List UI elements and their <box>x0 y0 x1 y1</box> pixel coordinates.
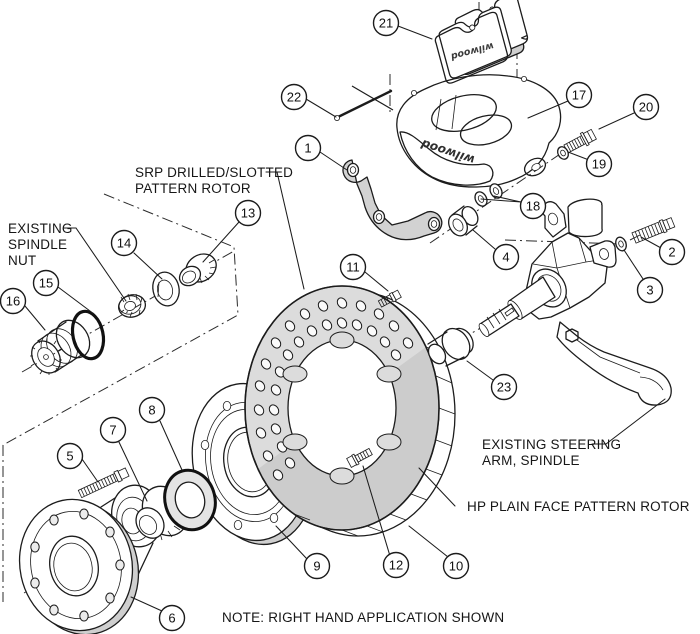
label-spindle-nut-line3: NUT <box>8 253 36 268</box>
label-spindle-nut-line2: SPINDLE <box>8 237 67 252</box>
callout-caliper-bolt: 20 <box>632 93 660 121</box>
callout-number: 19 <box>592 157 606 172</box>
caliper-bolt-washer <box>556 146 570 160</box>
rotor-center-opening <box>287 339 397 477</box>
rotor <box>244 285 456 537</box>
caliper-bolt <box>563 128 597 154</box>
callout-outer-bearing: 13 <box>234 199 262 227</box>
rotor-bolt-lower <box>346 447 373 468</box>
callout-number: 15 <box>39 276 53 291</box>
callout-number: 6 <box>168 611 175 626</box>
callout-number: 2 <box>668 245 675 260</box>
callout-number: 7 <box>109 423 116 438</box>
note-text: NOTE: RIGHT HAND APPLICATION SHOWN <box>222 610 504 625</box>
mount-bushing <box>448 205 479 237</box>
callout-hub: 6 <box>158 604 186 632</box>
callout-number: 20 <box>639 100 653 115</box>
grease-seal <box>163 468 217 532</box>
callouts: 1 2 3 4 5 6 7 8 9 10 11 12 13 14 15 16 1… <box>0 9 686 632</box>
callout-number: 12 <box>389 558 403 573</box>
label-steering-arm-line1: EXISTING STEERING <box>482 437 621 452</box>
callout-shim-washers: 18 <box>519 192 547 220</box>
label-hp-rotor: HP PLAIN FACE PATTERN ROTOR <box>467 499 690 514</box>
callout-inner-bearing: 7 <box>99 416 127 444</box>
rotor-bolt-upper <box>377 289 402 308</box>
callout-number: 13 <box>241 206 255 221</box>
spindle-spacer <box>427 327 474 367</box>
steering-knuckle <box>478 198 672 406</box>
callout-number: 11 <box>346 260 360 275</box>
callout-number: 18 <box>526 199 540 214</box>
callout-wheel-stud: 5 <box>56 442 84 470</box>
callout-rotor-hat: 9 <box>303 552 331 580</box>
arm-bolt-head <box>565 328 579 343</box>
callout-number: 16 <box>6 294 20 309</box>
callout-grease-seal: 8 <box>138 396 166 424</box>
callout-number: 5 <box>66 449 73 464</box>
callout-number: 10 <box>449 559 463 574</box>
callout-o-ring: 15 <box>32 269 60 297</box>
bleed-screw <box>521 76 528 83</box>
callout-caliper-bolt-washer: 19 <box>585 150 613 178</box>
drilled-holes <box>253 297 414 481</box>
bleed-screw <box>410 90 417 97</box>
brake-pads: wilwood <box>434 0 529 84</box>
label-steering-arm-line2: ARM, SPINDLE <box>482 453 580 468</box>
callout-rotor: 10 <box>442 552 470 580</box>
callout-number: 14 <box>117 236 131 251</box>
label-srp-rotor-line2: PATTERN ROTOR <box>135 181 251 196</box>
callout-allen-wrench: 22 <box>280 83 308 111</box>
callout-number: 22 <box>287 90 301 105</box>
callout-number: 21 <box>379 16 393 31</box>
steering-arm <box>556 321 672 406</box>
callout-spindle-spacer: 23 <box>490 373 518 401</box>
callout-brake-pads: 21 <box>372 9 400 37</box>
callout-number: 1 <box>304 141 311 156</box>
callout-rotor-bolt-upper: 11 <box>339 253 367 281</box>
text-labels: SRP DRILLED/SLOTTED PATTERN ROTOR EXISTI… <box>8 165 690 625</box>
wheel-stud <box>77 467 130 499</box>
rotor-mount-lugs <box>282 331 402 485</box>
outer-bearing <box>178 253 217 287</box>
callout-number: 4 <box>502 250 509 265</box>
callout-mount-bushing: 4 <box>492 243 520 271</box>
caliper-bracket <box>342 159 443 241</box>
callout-spindle-washer: 14 <box>110 229 138 257</box>
hub-stud-holes <box>30 508 125 622</box>
spindle-bolt-axis <box>504 233 643 245</box>
spindle-washer <box>152 271 180 307</box>
callout-caliper-bracket: 1 <box>294 134 322 162</box>
caliper: wilwood <box>396 74 562 188</box>
callout-caliper: 17 <box>565 81 593 109</box>
o-ring <box>70 309 106 361</box>
dust-cap <box>30 319 91 375</box>
callout-number: 3 <box>646 283 653 298</box>
leader-lines <box>24 25 666 612</box>
spindle-castle-nut <box>118 293 146 318</box>
callout-number: 9 <box>313 559 320 574</box>
callout-bolt-washer: 3 <box>636 276 664 304</box>
existing-parts-boundary <box>2 193 239 602</box>
label-leader-lines <box>63 171 666 507</box>
allen-wrench <box>333 85 394 122</box>
callout-number: 23 <box>497 380 511 395</box>
callout-number: 17 <box>572 88 586 103</box>
callout-spindle-bolt: 2 <box>658 238 686 266</box>
spindle-bolt-washer <box>615 236 627 252</box>
brake-pad-inner: wilwood <box>434 6 512 84</box>
callout-dust-cap: 16 <box>0 287 27 315</box>
label-spindle-nut-line1: EXISTING <box>8 221 73 236</box>
spindle-bolt <box>631 217 676 244</box>
callout-rotor-bolt-lower: 12 <box>382 551 410 579</box>
callout-number: 8 <box>148 403 155 418</box>
label-srp-rotor-line1: SRP DRILLED/SLOTTED <box>135 165 293 180</box>
